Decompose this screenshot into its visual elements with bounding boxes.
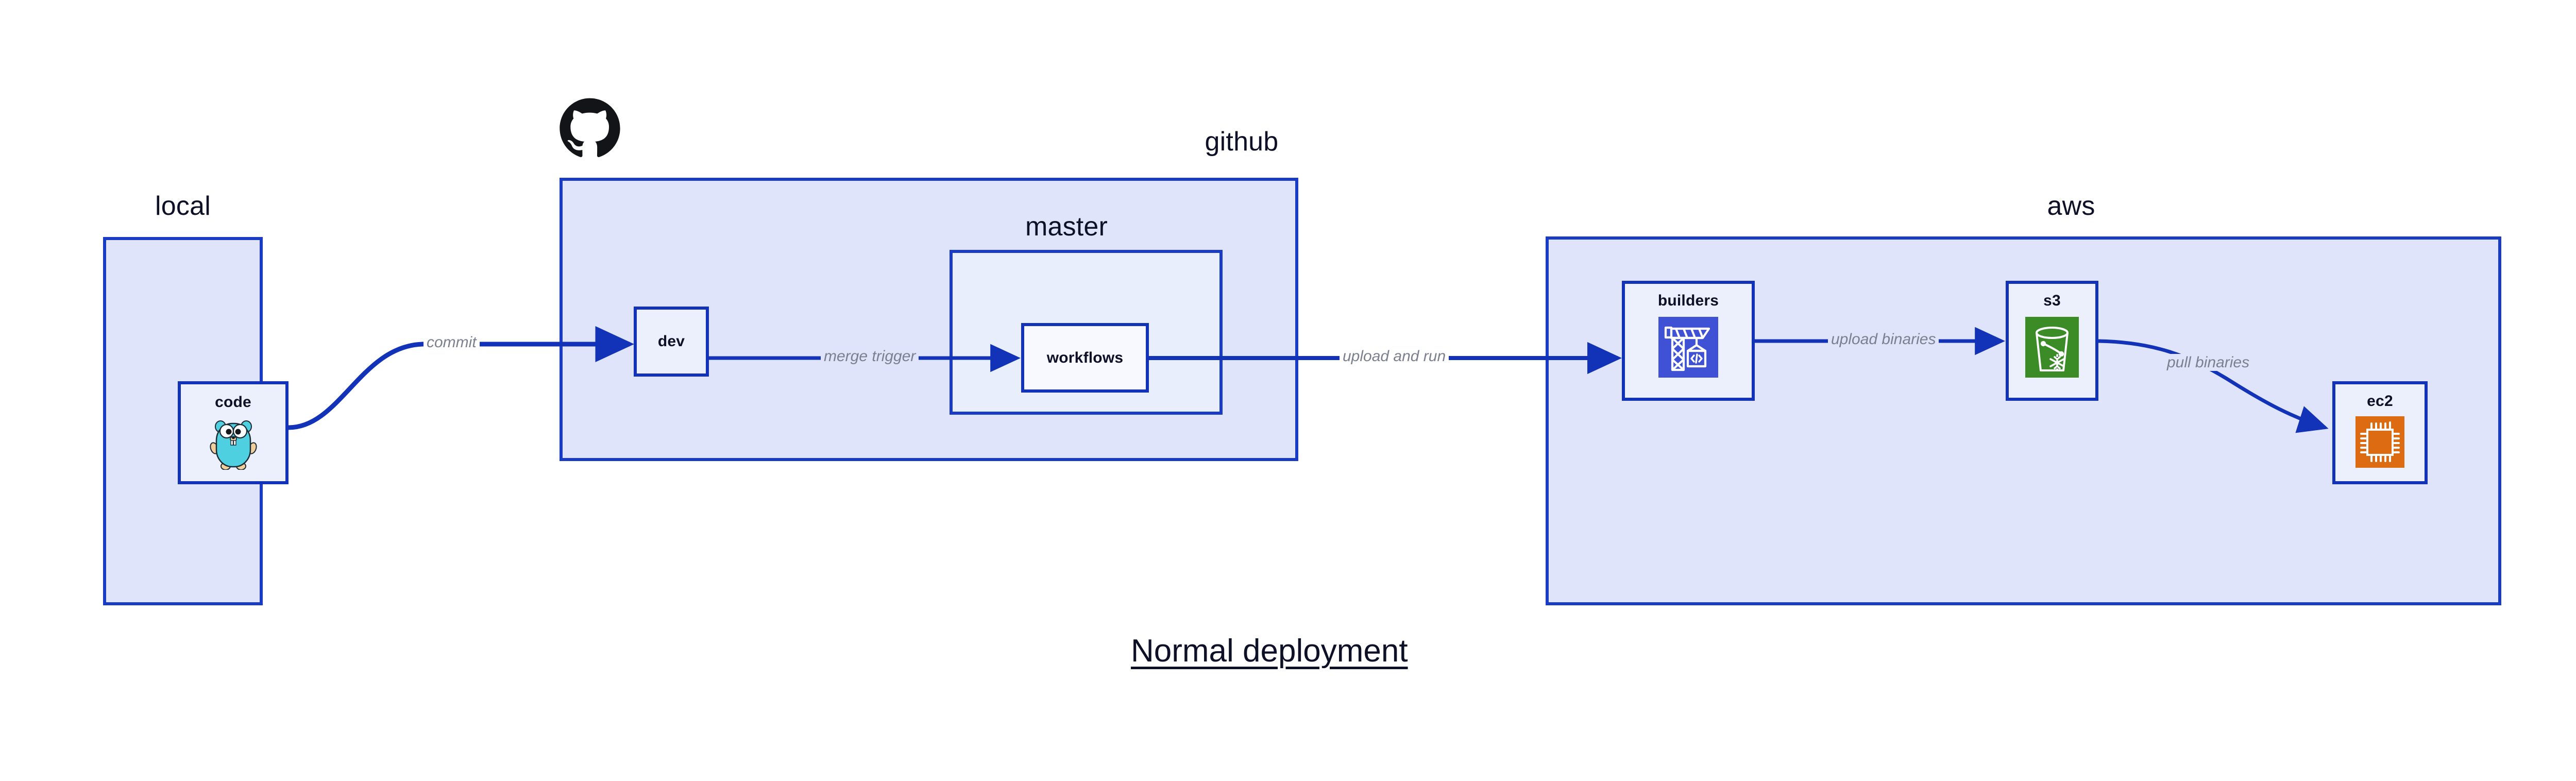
edge-commit [288, 326, 634, 430]
node-dev[interactable]: dev [634, 307, 709, 377]
edge-label-merge-trigger: merge trigger [821, 348, 919, 365]
group-label-master: master [1025, 212, 1108, 242]
edge-label-upload-binaries: upload binaries [1828, 331, 1939, 348]
node-label-ec2: ec2 [2367, 393, 2393, 410]
aws-codebuild-crane-icon [1658, 317, 1718, 380]
node-label-code: code [215, 394, 251, 411]
node-label-workflows: workflows [1046, 349, 1124, 366]
group-label-local: local [155, 191, 211, 221]
aws-ec2-chip-icon [2355, 416, 2404, 470]
node-builders[interactable]: builders [1622, 281, 1755, 401]
node-label-dev: dev [657, 333, 685, 350]
node-code[interactable]: code [178, 381, 289, 484]
group-label-github: github [1205, 127, 1279, 157]
go-gopher-icon [209, 416, 257, 472]
node-workflows[interactable]: workflows [1021, 323, 1149, 393]
edge-label-upload-and-run: upload and run [1340, 348, 1449, 365]
node-s3[interactable]: s3 [2006, 281, 2098, 401]
diagram-title: Normal deployment [1131, 633, 1408, 669]
github-octocat-icon [557, 97, 622, 164]
group-label-aws: aws [2047, 191, 2095, 221]
edge-pull-binaries [2098, 339, 2329, 433]
edge-label-pull-binaries: pull binaries [2164, 354, 2253, 371]
node-ec2[interactable]: ec2 [2332, 381, 2428, 484]
node-label-builders: builders [1657, 292, 1719, 309]
aws-s3-glacier-bucket-icon [2025, 317, 2079, 380]
edge-label-commit: commit [423, 334, 480, 351]
node-label-s3: s3 [2043, 292, 2061, 309]
